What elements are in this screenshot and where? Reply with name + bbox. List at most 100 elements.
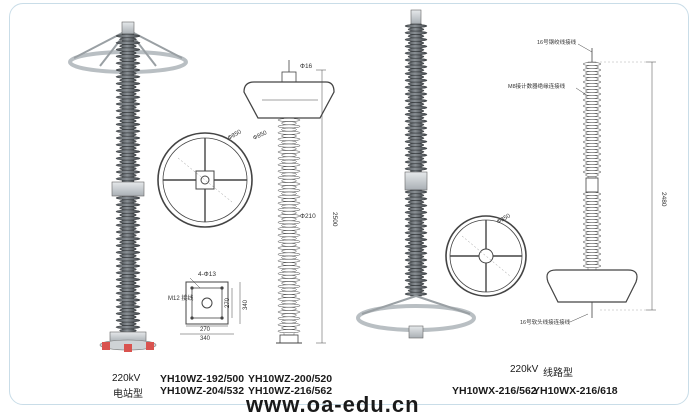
insulator-shed — [404, 203, 428, 208]
insulator-shed — [115, 88, 141, 93]
insulator-shed — [115, 68, 141, 72]
insulator-shed — [119, 64, 137, 69]
insulator-shed — [115, 325, 141, 330]
insulator-shed — [277, 265, 301, 270]
insulator-shed — [115, 47, 141, 52]
insulator-shed — [404, 85, 428, 90]
insulator-shed — [585, 131, 599, 135]
insulator-shed — [115, 202, 141, 207]
insulator-shed — [281, 198, 297, 202]
insulator-shed — [407, 27, 425, 32]
insulator-shed — [277, 316, 301, 321]
insulator-shed — [281, 140, 297, 145]
insulator-shed — [404, 251, 428, 256]
insulator-shed — [281, 268, 297, 273]
insulator-shed — [582, 116, 602, 120]
insulator-shed — [281, 262, 297, 266]
line-model-1: YH10WX-216/562 — [452, 385, 537, 397]
insulator-shed — [277, 284, 301, 289]
insulator-shed — [281, 172, 297, 177]
insulator-shed — [585, 125, 599, 129]
insulator-shed — [115, 74, 141, 79]
insulator-shed — [281, 236, 297, 241]
insulator-shed — [582, 134, 602, 138]
insulator-shed — [119, 206, 137, 211]
insulator-shed — [115, 163, 141, 168]
insulator-shed — [281, 191, 297, 196]
insulator-shed — [404, 98, 428, 103]
insulator-shed — [585, 107, 599, 111]
base-inner-height-dim: 270 — [225, 297, 231, 308]
insulator-shed — [115, 115, 141, 120]
insulator-shed — [582, 228, 602, 232]
insulator-shed — [407, 193, 425, 198]
insulator-shed — [404, 190, 428, 194]
insulator-shed — [119, 146, 137, 151]
insulator-shed — [407, 136, 425, 141]
insulator-shed — [277, 303, 301, 308]
callout-counter-lead: M8接计数器绝缘连接线 — [508, 82, 566, 90]
ring-top-view-station — [157, 132, 253, 228]
insulator-shed — [281, 210, 297, 215]
insulator-shed — [115, 311, 141, 316]
base-bolt-label: M12 接线 — [168, 294, 193, 302]
insulator-shed — [407, 75, 425, 79]
insulator-shed — [585, 219, 599, 223]
insulator-shed — [115, 243, 141, 248]
insulator-shed — [582, 258, 602, 262]
insulator-shed — [119, 219, 137, 224]
insulator-shed — [277, 188, 301, 193]
insulator-shed — [582, 164, 602, 168]
insulator-shed — [585, 71, 599, 75]
insulator-shed — [281, 153, 297, 158]
insulator-shed — [407, 47, 425, 52]
insulator-shed — [115, 142, 141, 147]
insulator-shed — [277, 169, 301, 174]
insulator-shed — [585, 237, 599, 241]
insulator-shed — [582, 68, 602, 72]
insulator-shed — [119, 166, 137, 171]
insulator-shed — [407, 281, 425, 286]
insulator-shed — [281, 230, 297, 234]
insulator-shed — [115, 54, 141, 59]
insulator-shed — [115, 250, 141, 255]
insulator-shed — [404, 139, 428, 144]
insulator-shed — [585, 213, 599, 217]
insulator-shed — [585, 173, 599, 177]
insulator-shed — [119, 301, 137, 306]
base-inner-width-dim: 270 — [200, 327, 211, 333]
insulator-shed — [281, 121, 297, 126]
insulator-shed — [407, 227, 425, 232]
insulator-shed — [407, 68, 425, 73]
insulator-shed — [281, 204, 297, 209]
insulator-shed — [585, 195, 599, 199]
insulator-shed — [277, 124, 301, 129]
insulator-shed — [119, 44, 137, 49]
insulator-shed — [119, 274, 137, 279]
base-outer-width-dim: 340 — [200, 336, 211, 342]
insulator-shed — [119, 199, 137, 204]
insulator-shed — [582, 92, 602, 96]
insulator-shed — [404, 271, 428, 276]
insulator-shed — [585, 119, 599, 123]
insulator-shed — [404, 24, 428, 28]
insulator-shed — [281, 134, 297, 138]
insulator-shed — [407, 207, 425, 211]
insulator-shed — [404, 51, 428, 56]
insulator-shed — [582, 246, 602, 250]
insulator-shed — [277, 239, 301, 244]
insulator-shed — [281, 274, 297, 279]
insulator-shed — [582, 198, 602, 202]
insulator-shed — [119, 321, 137, 326]
insulator-shed — [281, 306, 297, 311]
station-arrester-render — [68, 21, 188, 352]
insulator-shed — [277, 258, 301, 263]
insulator-shed — [404, 244, 428, 249]
insulator-shed — [404, 146, 428, 151]
insulator-shed — [582, 86, 602, 90]
insulator-shed — [582, 170, 602, 174]
insulator-shed — [404, 285, 428, 290]
insulator-shed — [582, 222, 602, 226]
insulator-shed — [407, 102, 425, 107]
